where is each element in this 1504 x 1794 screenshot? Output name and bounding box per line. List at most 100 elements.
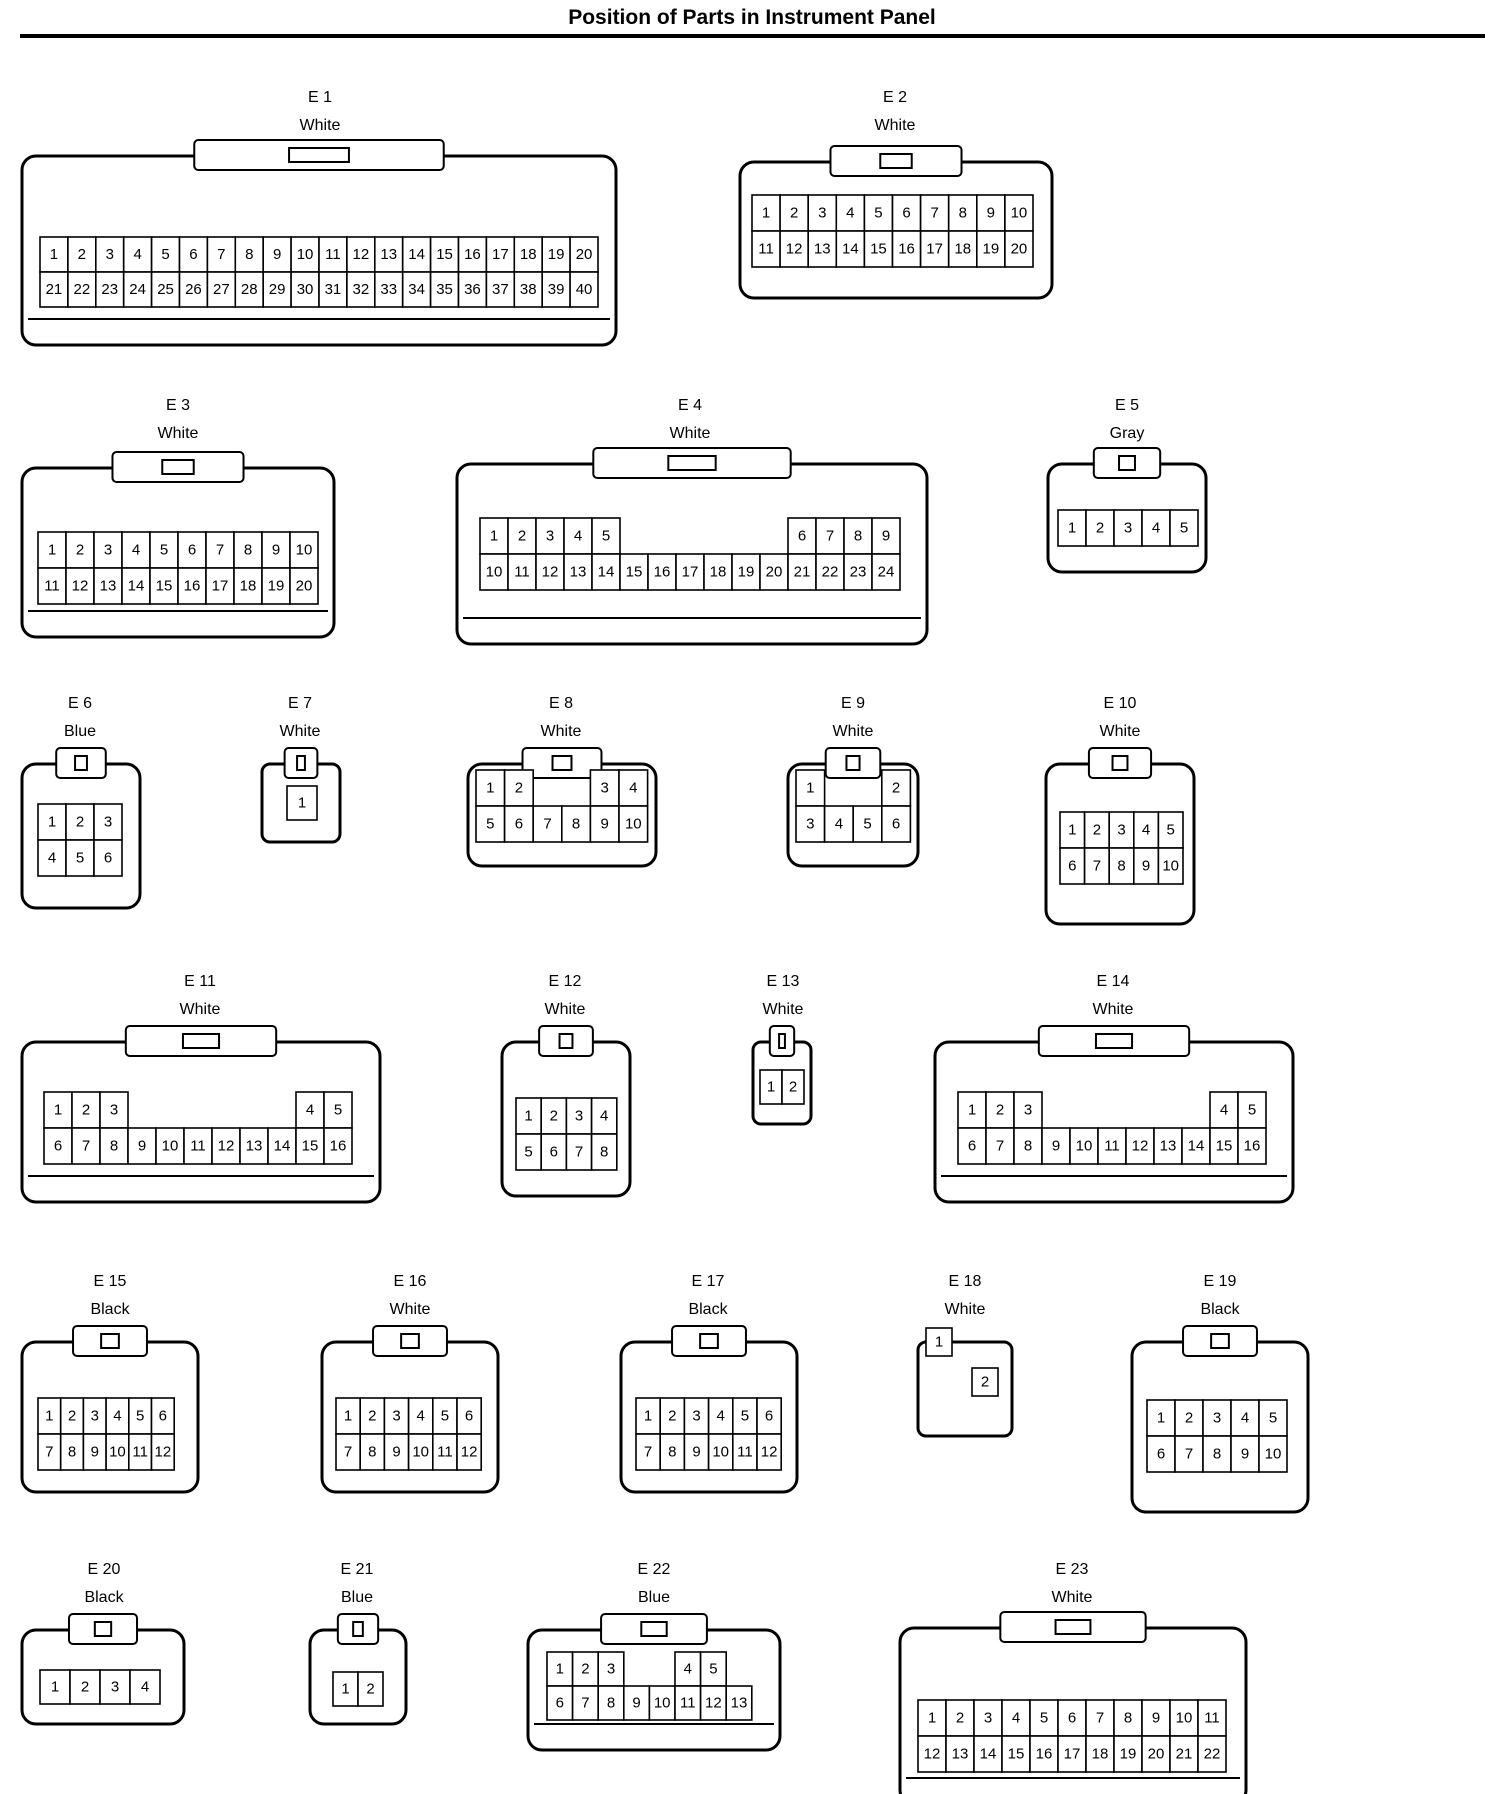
pin-number: 12 <box>353 246 370 263</box>
pin-number: 3 <box>692 1408 700 1425</box>
pin-number: 15 <box>1008 1746 1025 1763</box>
pin-cell <box>1237 1127 1267 1165</box>
connector-id: E 5 <box>1115 397 1139 414</box>
pin-cell <box>234 271 265 308</box>
connector-color: Black <box>1200 1301 1240 1318</box>
pin-number: 3 <box>91 1408 99 1425</box>
pin-number: 2 <box>515 780 523 797</box>
page-title: Position of Parts in Instrument Panel <box>568 6 936 29</box>
pin-number: 11 <box>132 1444 148 1461</box>
pin-cell <box>457 236 488 273</box>
connector-color: White <box>875 117 916 134</box>
pin-number: 2 <box>76 814 84 831</box>
pin-number: 3 <box>111 1679 119 1696</box>
pin-number: 7 <box>644 1444 652 1461</box>
pin-cell <box>971 1367 999 1397</box>
pin-number: 4 <box>1152 520 1160 537</box>
pin-number: 10 <box>1176 1710 1193 1727</box>
pin-cell <box>431 1433 458 1471</box>
latch <box>1087 747 1153 779</box>
latch <box>1092 447 1162 479</box>
pin-number: 8 <box>244 542 252 559</box>
pin-cell <box>880 805 912 843</box>
connector-id: E 9 <box>841 695 865 712</box>
connector-id: E 20 <box>88 1561 121 1578</box>
pin-number: 15 <box>302 1138 319 1155</box>
pin-number: 4 <box>629 780 637 797</box>
pin-number: 3 <box>575 1108 583 1125</box>
pin-number: 35 <box>436 281 453 298</box>
pin-number: 16 <box>464 246 481 263</box>
pin-number: 6 <box>189 246 197 263</box>
pin-cell <box>835 230 866 268</box>
pin-number: 2 <box>1096 520 1104 537</box>
pin-cell <box>591 517 621 555</box>
pin-number: 8 <box>368 1444 376 1461</box>
pin-number: 24 <box>878 564 895 581</box>
connector-color: Gray <box>1110 425 1145 442</box>
pin-number: 4 <box>417 1408 425 1425</box>
pin-cell <box>93 803 123 841</box>
pin-cell <box>843 553 873 591</box>
pin-cell <box>1085 1735 1115 1773</box>
pin-number: 15 <box>870 241 887 258</box>
pin-number: 23 <box>850 564 867 581</box>
pin-number: 3 <box>1213 1410 1221 1427</box>
pin-number: 22 <box>822 564 839 581</box>
pin-number: 30 <box>297 281 314 298</box>
pin-cell <box>1153 1127 1183 1165</box>
pin-cell <box>295 1127 325 1165</box>
pin-number: 15 <box>156 578 173 595</box>
pin-cell <box>485 236 516 273</box>
pin-cell <box>795 805 826 843</box>
pin-number: 1 <box>644 1408 652 1425</box>
pin-number: 10 <box>486 564 503 581</box>
pin-cell <box>93 839 123 877</box>
pin-cell <box>121 567 151 605</box>
pin-cell <box>1125 1127 1155 1165</box>
pin-number: 4 <box>1012 1710 1020 1727</box>
pin-number: 7 <box>1096 1710 1104 1727</box>
connector-id: E 19 <box>1204 1273 1237 1290</box>
pin-cell <box>1174 1435 1204 1473</box>
connector-color: White <box>833 723 874 740</box>
pin-number: 23 <box>101 281 118 298</box>
pin-number: 11 <box>758 241 774 258</box>
pin-number: 3 <box>1117 822 1125 839</box>
latch-lock <box>879 153 913 169</box>
pin-cell <box>725 1685 753 1721</box>
pin-number: 14 <box>274 1138 291 1155</box>
latch-lock <box>400 1333 420 1349</box>
pin-number: 13 <box>570 564 587 581</box>
pin-number: 10 <box>712 1444 729 1461</box>
latch <box>592 447 792 479</box>
pin-cell <box>919 230 950 268</box>
pin-number: 22 <box>1204 1746 1221 1763</box>
pin-number: 10 <box>625 816 642 833</box>
pin-number: 4 <box>141 1679 149 1696</box>
pin-cell <box>973 1699 1003 1737</box>
pin-number: 4 <box>600 1108 608 1125</box>
pin-number: 5 <box>602 528 610 545</box>
pin-cell <box>318 236 348 273</box>
pin-cell <box>99 1127 129 1165</box>
pin-cell <box>65 531 95 569</box>
connector-color: White <box>545 1001 586 1018</box>
pin-cell <box>751 230 781 268</box>
pin-number: 15 <box>626 564 643 581</box>
pin-cell <box>891 230 922 268</box>
connector-id: E 11 <box>184 973 216 990</box>
pin-cell <box>67 271 97 308</box>
pin-number: 4 <box>306 1102 314 1119</box>
pin-cell <box>262 236 292 273</box>
pin-number: 36 <box>464 281 481 298</box>
pin-number: 1 <box>341 1681 349 1698</box>
pin-number: 19 <box>738 564 755 581</box>
connector-id: E 15 <box>94 1273 127 1290</box>
pin-number: 1 <box>486 780 494 797</box>
pin-cell <box>675 553 705 591</box>
pin-number: 1 <box>1068 822 1076 839</box>
pin-cell <box>779 194 809 232</box>
